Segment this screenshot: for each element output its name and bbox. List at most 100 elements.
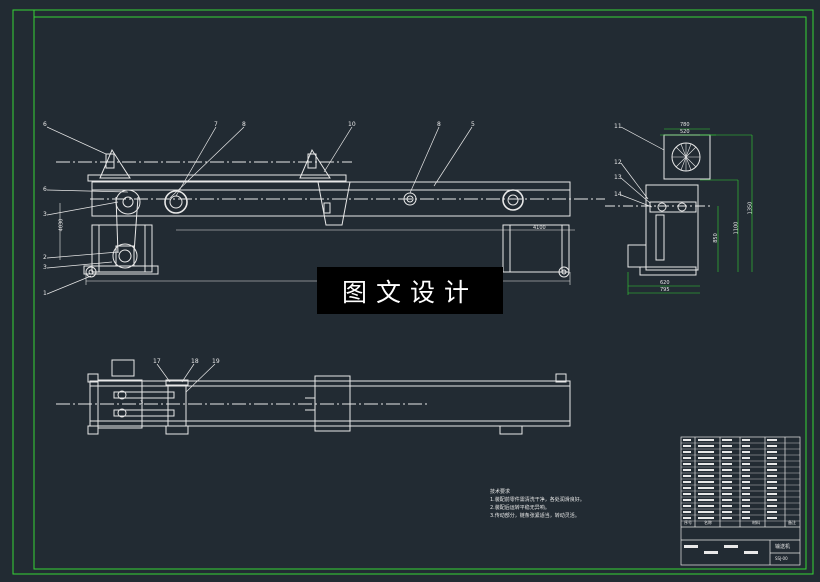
tb-header-3: 材料 [752,520,760,525]
balloon-18: 18 [191,358,199,365]
balloon-8: 8 [242,121,246,128]
tail-pulley [502,189,524,211]
title-block-cell-text [722,469,732,471]
title-block-cell-text [742,463,750,465]
title-block-cell-text [698,439,714,441]
title-block-cell-text [722,475,732,477]
side-view [56,148,605,285]
balloon-3b: 3 [43,264,47,271]
dim-end-b1: 620 [660,280,670,286]
title-block-cell-text [683,475,691,477]
tb-header-4: 备注 [788,520,796,525]
balloon-5: 5 [471,121,475,128]
title-block-cell-text [767,439,777,441]
title-block-sign-cell [744,551,758,554]
dim-side-length: 4100 [533,225,546,231]
title-block-cell-text [683,451,691,453]
title-block-cell-text [683,505,691,507]
title-block-cell-text [767,445,777,447]
dim-end-top: 780 [680,122,690,128]
title-block-cell-text [767,451,777,453]
dim-end-h1: 1350 [747,201,754,215]
title-block-cell-text [683,517,691,519]
dim-side-height: 4030 [58,218,65,232]
title-block-cell-text [742,511,750,513]
title-block-cell-text [722,445,732,447]
balloon-2: 2 [43,254,47,261]
title-block-cell-text [742,451,750,453]
title-block-sign-cell [684,545,698,548]
balloon-19: 19 [212,358,220,365]
notes-line-2: 2.装配后运转平稳无异响。 [490,505,550,511]
title-block-cell-text [683,445,691,447]
title-block-cell-text [722,463,732,465]
left-support [91,224,153,273]
balloon-12: 12 [614,159,622,166]
title-block [680,436,801,566]
title-block-cell-text [698,493,714,495]
balloon-1: 1 [43,290,47,297]
title-block-cell-text [767,457,777,459]
title-block-cell-text [767,463,777,465]
title-block-cell-text [742,439,750,441]
plan-hopper [314,375,351,432]
title-block-cell-text [722,457,732,459]
title-block-cell-text [698,505,714,507]
title-block-cell-text [742,493,750,495]
title-block-cell-text [742,481,750,483]
end-view [605,126,753,295]
title-block-cell-text [683,457,691,459]
title-block-cell-text [742,475,750,477]
title-block-cell-text [683,469,691,471]
watermark-stamp: 图文设计 [317,267,503,314]
plan-view [56,359,571,435]
balloon-17: 17 [153,358,161,365]
title-block-cell-text [742,457,750,459]
title-block-cell-text [698,463,714,465]
title-block-cell-text [683,487,691,489]
title-block-cell-text [698,499,714,501]
technical-notes: 技术要求 1.装配前零件需清洗干净，各处润滑良好。 2.装配后运转平稳无异响。 … [490,488,585,520]
title-block-cell-text [742,505,750,507]
balloon-14: 14 [614,191,622,198]
title-block-cell-text [683,493,691,495]
title-block-cell-text [698,487,714,489]
title-block-cell-text [742,499,750,501]
title-block-cell-text [767,493,777,495]
title-block-cell-text [767,469,777,471]
title-block-cell-text [767,505,777,507]
caster-right [558,266,570,278]
plan-beam [89,380,571,427]
balloon-6b: 6 [43,186,47,193]
title-block-cell-text [698,457,714,459]
title-block-cell-text [683,481,691,483]
title-block-cell-text [698,517,714,519]
balloon-3: 3 [43,211,47,218]
title-block-cell-text [698,469,714,471]
title-block-cell-text [722,505,732,507]
title-block-cell-text [767,517,777,519]
dim-end-b2: 795 [660,287,670,293]
balloon-8b: 8 [437,121,441,128]
tb-header-2: 名称 [704,520,712,525]
title-block-cell-text [683,463,691,465]
title-block-cell-text [722,451,732,453]
title-block-cell-text [698,451,714,453]
title-block-cell-text [742,517,750,519]
tb-header-1: 序号 [684,520,692,525]
title-block-cell-text [698,475,714,477]
title-block-cell-text [683,511,691,513]
inner-frame [33,16,807,570]
drawing-name: 输送机 [775,544,791,550]
dim-end-h2: 1100 [733,221,740,235]
title-block-cell-text [722,439,732,441]
title-block-cell-text [767,511,777,513]
tension-pulley [164,190,188,214]
balloon-11: 11 [614,123,622,130]
title-block-cell-text [722,511,732,513]
motor [112,243,138,269]
title-block-cell-text [767,487,777,489]
title-block-cell-text [683,439,691,441]
title-block-sign-cell [704,551,718,554]
